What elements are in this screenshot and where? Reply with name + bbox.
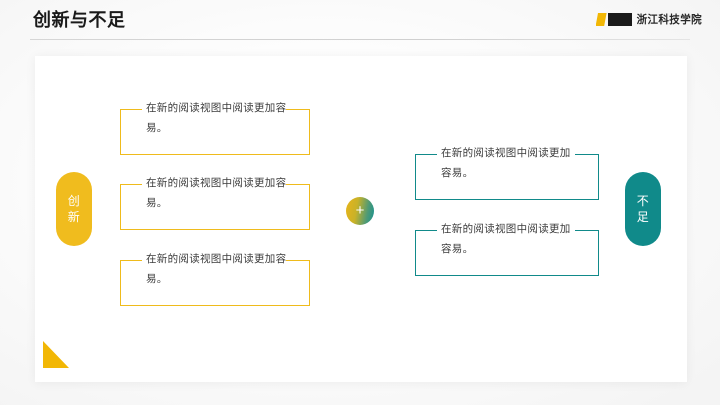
note-border-right-segment <box>575 230 599 232</box>
page-title: 创新与不足 <box>33 10 126 30</box>
note-text: 在新的阅读视图中阅读更加容易。 <box>441 223 571 255</box>
category-pill-shortcomings[interactable]: 不 足 <box>625 172 661 246</box>
note-box[interactable]: 在新的阅读视图中阅读更加容易。 <box>120 98 310 155</box>
institution-logo: 浙江科技学院 <box>595 11 702 28</box>
note-body <box>120 260 310 306</box>
note-text: 在新的阅读视图中阅读更加容易。 <box>146 253 287 285</box>
note-border-right-segment <box>286 109 310 111</box>
note-text: 在新的阅读视图中阅读更加容易。 <box>441 147 571 179</box>
note-border-left-segment <box>120 184 142 186</box>
header-divider <box>30 39 690 40</box>
note-text: 在新的阅读视图中阅读更加容易。 <box>146 102 287 134</box>
note-box[interactable]: 在新的阅读视图中阅读更加容易。 <box>120 249 310 306</box>
pill-char: 不 <box>636 194 650 208</box>
plus-badge[interactable]: + <box>346 197 374 225</box>
note-border-right-segment <box>286 184 310 186</box>
note-body <box>120 109 310 155</box>
note-box[interactable]: 在新的阅读视图中阅读更加容易。 <box>415 143 599 200</box>
note-text: 在新的阅读视图中阅读更加容易。 <box>146 177 287 209</box>
note-border-left-segment <box>415 230 437 232</box>
note-border-right-segment <box>575 154 599 156</box>
pill-char: 足 <box>636 210 650 224</box>
logo-text: 浙江科技学院 <box>636 13 702 26</box>
logo-parallelogram-icon <box>595 13 607 26</box>
note-border-left-segment <box>120 109 142 111</box>
note-body <box>120 184 310 230</box>
pill-char: 新 <box>67 210 81 224</box>
note-border-left-segment <box>415 154 437 156</box>
note-body <box>415 154 599 200</box>
note-box[interactable]: 在新的阅读视图中阅读更加容易。 <box>415 219 599 276</box>
note-border-right-segment <box>286 260 310 262</box>
pill-char: 创 <box>67 194 81 208</box>
category-pill-innovation[interactable]: 创 新 <box>56 172 92 246</box>
logo-block-icon <box>607 13 632 26</box>
note-body <box>415 230 599 276</box>
plus-icon: + <box>355 201 365 219</box>
note-box[interactable]: 在新的阅读视图中阅读更加容易。 <box>120 173 310 230</box>
note-border-left-segment <box>120 260 142 262</box>
